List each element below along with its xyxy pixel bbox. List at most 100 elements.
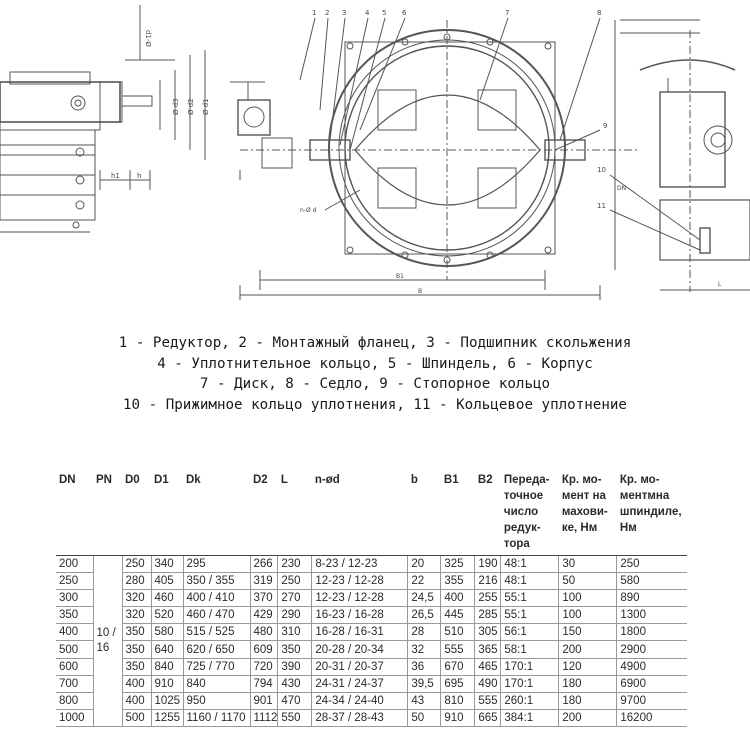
table-cell: 24-34 / 24-40 [311,692,408,710]
table-cell: 250 [121,555,151,574]
label-dn: DN [617,185,626,192]
table-cell: 340 [150,555,183,574]
table-cell: 1300 [616,606,687,625]
table-cell: 670 [440,658,475,676]
table-cell: 26,5 [407,606,441,625]
label-h1: h1 [111,172,120,180]
table-cell: 6900 [616,675,687,693]
table-cell: 320 [121,589,151,608]
label-callout-4: 4 [365,9,370,17]
label-callout-7: 7 [505,9,509,17]
table-cell: 216 [474,572,501,591]
col-n-od: n-ød [311,469,408,556]
table-cell: 580 [616,572,687,591]
table-cell: 170:1 [500,675,559,693]
table-cell: 320 [121,606,151,625]
table-cell: 405 [150,572,183,591]
specifications-table: DN PN D0 D1 Dk D2 L n-ød b B1 B2 Переда-… [56,469,687,727]
table-cell: 48:1 [500,572,559,591]
table-cell: 120 [558,658,617,676]
table-cell: 285 [474,606,501,625]
col-d0: D0 [122,469,151,556]
table-cell: 400 / 410 [182,589,250,608]
table-cell: 500 [56,640,93,659]
label-d1: Ø d1 [202,98,210,115]
label-l: L [718,281,722,288]
table-cell: 180 [558,692,617,710]
table-cell: 370 [249,589,278,608]
table-cell: 12-23 / 12-28 [311,589,408,608]
table-cell: 350 [121,623,151,642]
table-cell: 36 [407,658,441,676]
table-cell: 640 [150,640,183,659]
table-cell: 1800 [616,623,687,642]
table-cell: 50 [558,572,617,591]
table-cell: 580 [150,623,183,642]
table-cell: 48:1 [500,555,559,574]
table-cell: 20-28 / 20-34 [311,640,408,659]
table-cell: 266 [249,555,278,574]
table-cell: 470 [277,692,312,710]
table-cell: 260:1 [500,692,559,710]
table-cell: 465 [474,658,501,676]
col-spindle-torque: Кр. мо-ментмна шпиндиле, Нм [616,469,687,556]
table-cell: 180 [558,675,617,693]
table-cell: 170:1 [500,658,559,676]
col-l: L [277,469,312,556]
table-cell: 150 [558,623,617,642]
table-cell: 840 [182,675,250,693]
table-cell: 810 [440,692,475,710]
table-cell: 665 [474,709,501,727]
label-callout-3: 3 [342,9,346,17]
table-cell: 910 [150,675,183,693]
table-cell: 901 [249,692,278,710]
table-cell: 319 [249,572,278,591]
table-cell: 600 [56,658,93,676]
col-dk: Dk [183,469,250,556]
table-cell: 620 / 650 [182,640,250,659]
table-cell: 355 [440,572,475,591]
table-cell: 55:1 [500,589,559,608]
table-cell: 950 [182,692,250,710]
table-cell: 445 [440,606,475,625]
front-view-valve: 1 2 3 4 5 6 7 8 9 n-Ø d B1 B [230,9,640,300]
label-d3: Ø d3 [172,98,180,115]
table-cell: 24,5 [407,589,441,608]
table-cell: 250 [56,572,93,591]
table-cell: 200 [56,555,93,574]
table-cell: 300 [56,589,93,608]
valve-technical-drawing: d1-Ø h1 h Ø d3 Ø d2 Ø d1 [0,5,750,300]
table-cell: 250 [616,555,687,574]
table-cell: 555 [474,692,501,710]
col-pn: PN [93,469,122,556]
label-d2: Ø d2 [187,98,195,115]
table-cell: 20 [407,555,441,574]
table-cell: 350 [121,658,151,676]
table-cell: 9700 [616,692,687,710]
table-cell: 720 [249,658,278,676]
table-cell: 400 [121,692,151,710]
table-cell: 384:1 [500,709,559,727]
table-cell: 429 [249,606,278,625]
table-cell: 270 [277,589,312,608]
table-cell: 700 [56,675,93,693]
legend-line-3: 7 - Диск, 8 - Седло, 9 - Стопорное кольц… [199,376,551,392]
table-cell: 800 [56,692,93,710]
col-b: b [407,469,441,556]
table-cell: 840 [150,658,183,676]
table-cell: 520 [150,606,183,625]
table-cell: 56:1 [500,623,559,642]
legend-line-4: 10 - Прижимное кольцо уплотнения, 11 - К… [123,397,627,413]
label-callout-6: 6 [402,9,407,17]
table-cell: 200 [558,640,617,659]
table-cell: 1160 / 1170 [182,709,250,727]
table-cell: 1112 [249,709,278,727]
table-cell: 390 [277,658,312,676]
table-cell: 890 [616,589,687,608]
label-callout-2: 2 [325,9,329,17]
